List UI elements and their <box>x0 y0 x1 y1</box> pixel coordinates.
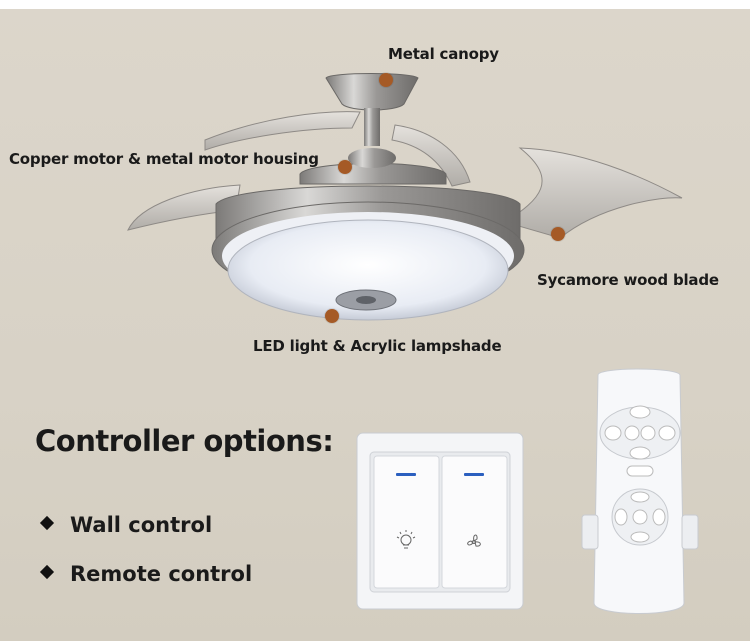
downrod <box>364 108 380 146</box>
motor-housing <box>299 163 447 185</box>
fan-blade-rear-right <box>391 124 471 187</box>
label-canopy: Metal canopy <box>388 45 499 63</box>
wall-switch <box>356 432 524 610</box>
wall-switch-light-button <box>373 455 440 589</box>
wall-switch-fan-button <box>441 455 508 589</box>
label-motor: Copper motor & metal motor housing <box>9 150 319 168</box>
remote-bottom-keypad <box>611 488 669 546</box>
marker-canopy <box>379 73 393 87</box>
diamond-bullet-icon <box>39 564 55 580</box>
option-remote-control: Remote control <box>39 562 253 586</box>
diamond-bullet-icon <box>39 515 55 531</box>
metal-canopy <box>325 73 419 111</box>
fan-icon <box>467 534 481 547</box>
controller-heading: Controller options: <box>35 424 334 458</box>
option-label: Wall control <box>70 513 213 537</box>
acrylic-lampshade <box>227 219 509 321</box>
option-wall-control: Wall control <box>39 513 213 537</box>
marker-motor <box>338 160 352 174</box>
fan-blade-rear-left <box>204 111 361 151</box>
fan-blade-front-right <box>503 147 683 239</box>
ceiling-fan-illustration <box>127 73 683 321</box>
top-border <box>0 0 750 9</box>
fan-blade-front-left <box>127 184 241 231</box>
remote-control <box>581 368 699 614</box>
option-label: Remote control <box>70 562 253 586</box>
light-bulb-icon <box>396 530 416 549</box>
marker-light <box>325 309 339 323</box>
marker-blade <box>551 227 565 241</box>
label-blade: Sycamore wood blade <box>537 271 719 289</box>
label-light: LED light & Acrylic lampshade <box>253 337 502 355</box>
remote-top-keypad <box>599 405 681 477</box>
